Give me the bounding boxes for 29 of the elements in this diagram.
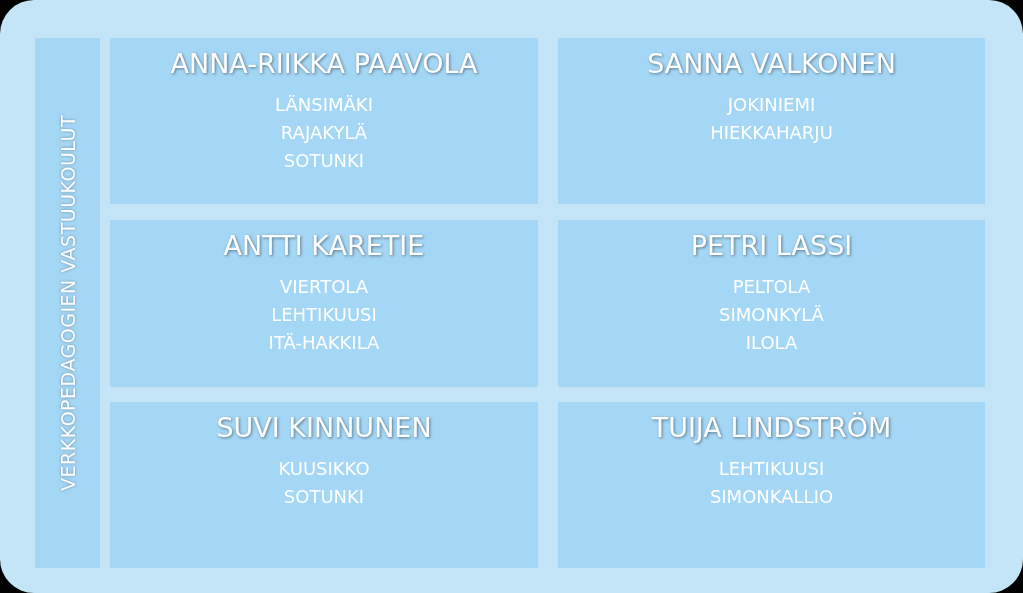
person-name: TUIJA LINDSTRÖM: [651, 412, 892, 443]
school-name: JOKINIEMI: [727, 93, 816, 117]
person-panel: [558, 38, 985, 204]
school-name: LEHTIKUUSI: [271, 303, 377, 327]
person-name: ANNA-RIIKKA PAAVOLA: [170, 48, 478, 79]
school-name: SOTUNKI: [283, 485, 365, 509]
side-band: [35, 38, 100, 568]
school-name: LEHTIKUUSI: [718, 457, 825, 481]
school-name: SIMONKYLÄ: [719, 303, 824, 327]
person-panel: [110, 220, 538, 387]
school-name: ITÄ-HAKKILA: [268, 331, 380, 355]
school-name: SIMONKALLIO: [709, 485, 834, 509]
school-name: PELTOLA: [732, 275, 811, 299]
school-name: RAJAKYLÄ: [280, 121, 368, 145]
school-name: HIEKKAHARJU: [710, 121, 833, 145]
school-name: VIERTOLA: [279, 275, 369, 299]
school-name: LÄNSIMÄKI: [275, 93, 373, 117]
person-name: PETRI LASSI: [690, 230, 853, 261]
person-name: SANNA VALKONEN: [647, 48, 896, 79]
person-panel: [110, 38, 538, 204]
person-panel: [558, 220, 985, 387]
person-name: SUVI KINNUNEN: [216, 412, 432, 443]
person-panel: [558, 402, 985, 568]
school-name: SOTUNKI: [283, 149, 365, 173]
person-name: ANTTI KARETIE: [223, 230, 425, 261]
vertical-heading: VERKKOPEDAGOGIEN VASTUUKOULUT: [56, 115, 79, 491]
school-name: KUUSIKKO: [278, 457, 370, 481]
school-name: ILOLA: [745, 331, 798, 355]
person-panel: [110, 402, 538, 568]
